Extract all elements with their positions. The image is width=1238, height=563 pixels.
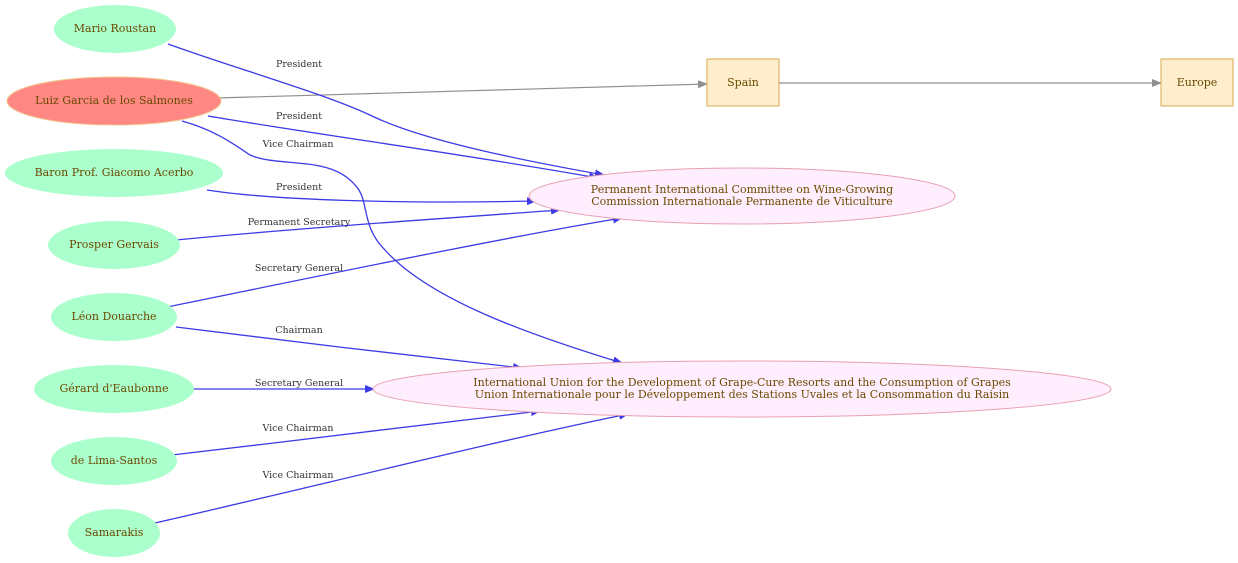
org-node-wine[interactable]: Permanent International Committee on Win… [528,167,956,225]
edge-label: President [276,59,322,70]
person-node[interactable]: Prosper Gervais [48,221,180,269]
edge-salmones-wine [207,115,599,181]
edge-gervais-wine [175,206,561,241]
edge-salmones-grape [181,120,623,365]
org-label-line: Union Internationale pour le Développeme… [475,388,1009,401]
person-label: Prosper Gervais [69,238,159,251]
person-node[interactable]: de Lima-Santos [51,437,177,485]
person-node[interactable]: Gérard d'Eaubonne [34,365,194,413]
person-label: Luiz Garcia de los Salmones [35,94,193,107]
person-node[interactable]: Luiz Garcia de los Salmones [6,76,222,126]
edge-label: Secretary General [255,263,343,274]
edge-label: Vice Chairman [261,139,333,150]
person-label: Mario Roustan [74,22,156,35]
person-node[interactable]: Baron Prof. Giacomo Acerbo [5,149,223,197]
person-label: Léon Douarche [71,310,156,323]
place-label: Spain [727,76,759,89]
person-nodes: Mario Roustan Luiz Garcia de los Salmone… [5,5,223,557]
edge-labels: President President Vice Chairman Presid… [248,59,351,481]
person-node[interactable]: Samarakis [68,509,160,557]
edge-acerbo-wine [206,189,537,206]
org-label-line: Commission Internationale Permanente de … [591,195,892,208]
person-label: Samarakis [85,526,144,539]
edge-roustan-wine [167,43,605,178]
edge-limasantos-grape [171,408,541,456]
organization-nodes: Permanent International Committee on Win… [372,167,1112,418]
edge-label: Vice Chairman [261,470,333,481]
edge-label: Permanent Secretary [248,217,351,228]
person-label: Gérard d'Eaubonne [60,382,169,395]
person-node[interactable]: Mario Roustan [54,5,176,53]
edge-label: Secretary General [255,378,343,389]
person-label: de Lima-Santos [71,454,158,467]
edge-label: Vice Chairman [261,423,333,434]
place-label: Europe [1177,76,1218,89]
location-edges [215,79,1162,99]
org-node-grape[interactable]: International Union for the Development … [372,360,1112,418]
edge-samarakis-grape [154,411,629,524]
org-label-line: Permanent International Committee on Win… [591,183,893,196]
edge-douarche-wine [166,215,623,308]
edge-salmones-spain [215,80,708,99]
org-label-line: International Union for the Development … [473,376,1011,389]
place-nodes: Spain Europe [706,58,1234,107]
edge-label: Chairman [275,325,322,336]
place-node-spain[interactable]: Spain [706,58,780,107]
edge-label: President [276,182,322,193]
edge-douarche-grape [175,326,523,372]
relation-edges [154,43,629,524]
person-node[interactable]: Léon Douarche [51,293,177,341]
person-label: Baron Prof. Giacomo Acerbo [35,166,194,179]
edge-label: President [276,111,322,122]
place-node-europe[interactable]: Europe [1160,58,1234,107]
